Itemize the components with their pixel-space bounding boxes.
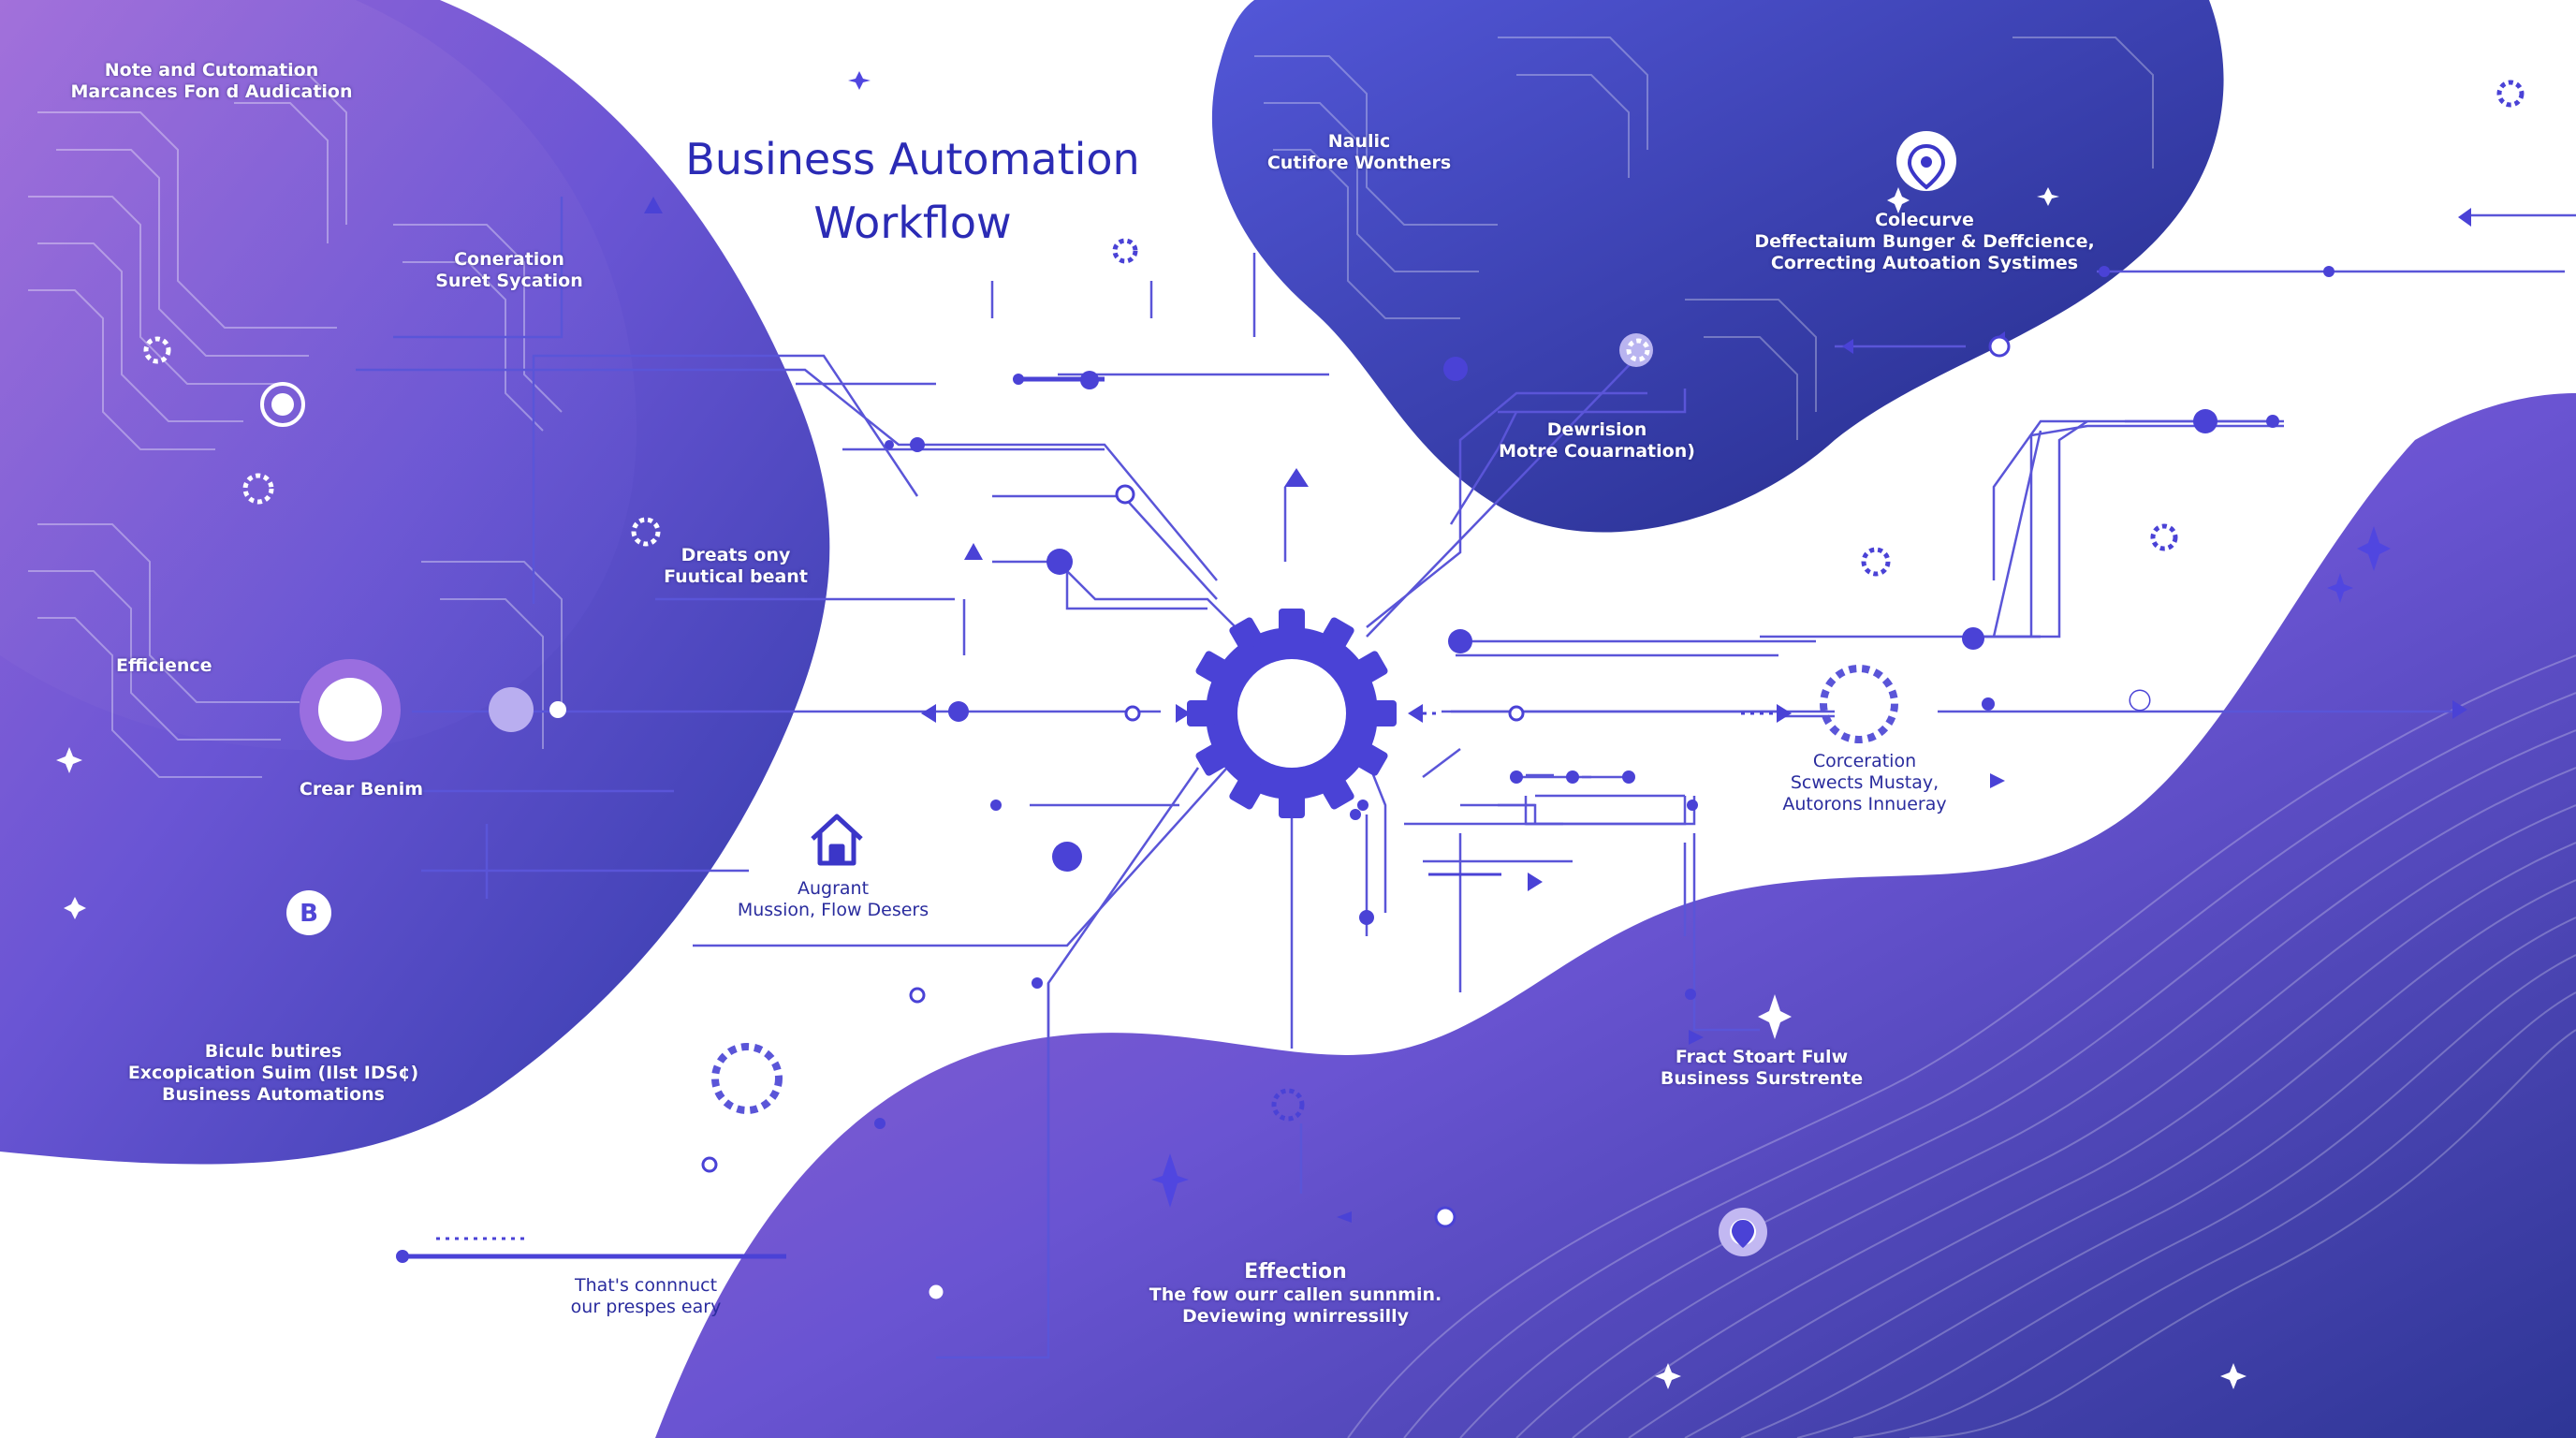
sparkle-icons bbox=[848, 71, 2391, 1208]
label-corceration: Corceration Scwects Mustay, Autorons Inn… bbox=[1782, 751, 1947, 814]
bitcoin-badge-icon: B bbox=[286, 890, 331, 935]
label-fract: Fract Stoart Fulw Business Surstrente bbox=[1660, 1047, 1864, 1089]
label-note-cutomation: Note and Cutomation Marcances Fon d Audi… bbox=[70, 60, 353, 102]
home-icon bbox=[811, 814, 863, 866]
arrow-icons bbox=[644, 197, 2471, 1223]
label-coneration: Coneration Suret Sycation bbox=[435, 249, 583, 291]
label-colecurve: Colecurve Deffectaium Bunger & Deffcienc… bbox=[1754, 210, 2095, 273]
label-augrant: Augrant Mussion, Flow Desers bbox=[737, 878, 929, 920]
left-circuit-traces bbox=[28, 74, 563, 778]
central-gear-icon bbox=[1187, 609, 1397, 818]
title-line-1: Business Automation bbox=[685, 134, 1140, 184]
label-crear-benim: Crear Benim bbox=[299, 779, 424, 800]
connector-dots bbox=[874, 266, 2334, 1223]
label-bicule: Biculc butires Excopication Suim (Ilst I… bbox=[127, 1041, 419, 1105]
bottom-blob bbox=[655, 393, 2576, 1438]
connector-lines bbox=[356, 197, 2576, 1359]
label-effection: Effection The fow ourr callen sunnmin. D… bbox=[1149, 1260, 1442, 1327]
label-dreats: Dreats ony Fuutical beant bbox=[664, 545, 808, 587]
label-dewrision: Dewrision Motre Couarnation) bbox=[1499, 419, 1695, 462]
svg-text:B: B bbox=[300, 900, 318, 928]
white-gear-icons bbox=[143, 336, 1650, 547]
bottom-flow-lines bbox=[1347, 654, 2576, 1438]
top-circuit-traces bbox=[1254, 37, 2154, 440]
left-blob-highlight bbox=[0, 0, 637, 751]
small-gear-icons bbox=[711, 665, 1898, 1114]
label-thats-connnuct: That's connnuct our prespes eary bbox=[570, 1275, 722, 1317]
top-blob bbox=[1211, 0, 2224, 533]
tiny-gear-icons bbox=[1112, 80, 2525, 1122]
location-pin-icon bbox=[1732, 143, 1946, 1248]
white-sparkle-icons bbox=[56, 187, 2247, 1389]
title-line-2: Workflow bbox=[813, 198, 1012, 248]
label-efficience: Efficience bbox=[116, 655, 212, 676]
diagram-title: Business Automation Workflow bbox=[685, 127, 1139, 255]
label-naulic: Naulic Cutifore Wonthers bbox=[1266, 131, 1452, 173]
dash-decorations bbox=[402, 376, 1778, 1259]
